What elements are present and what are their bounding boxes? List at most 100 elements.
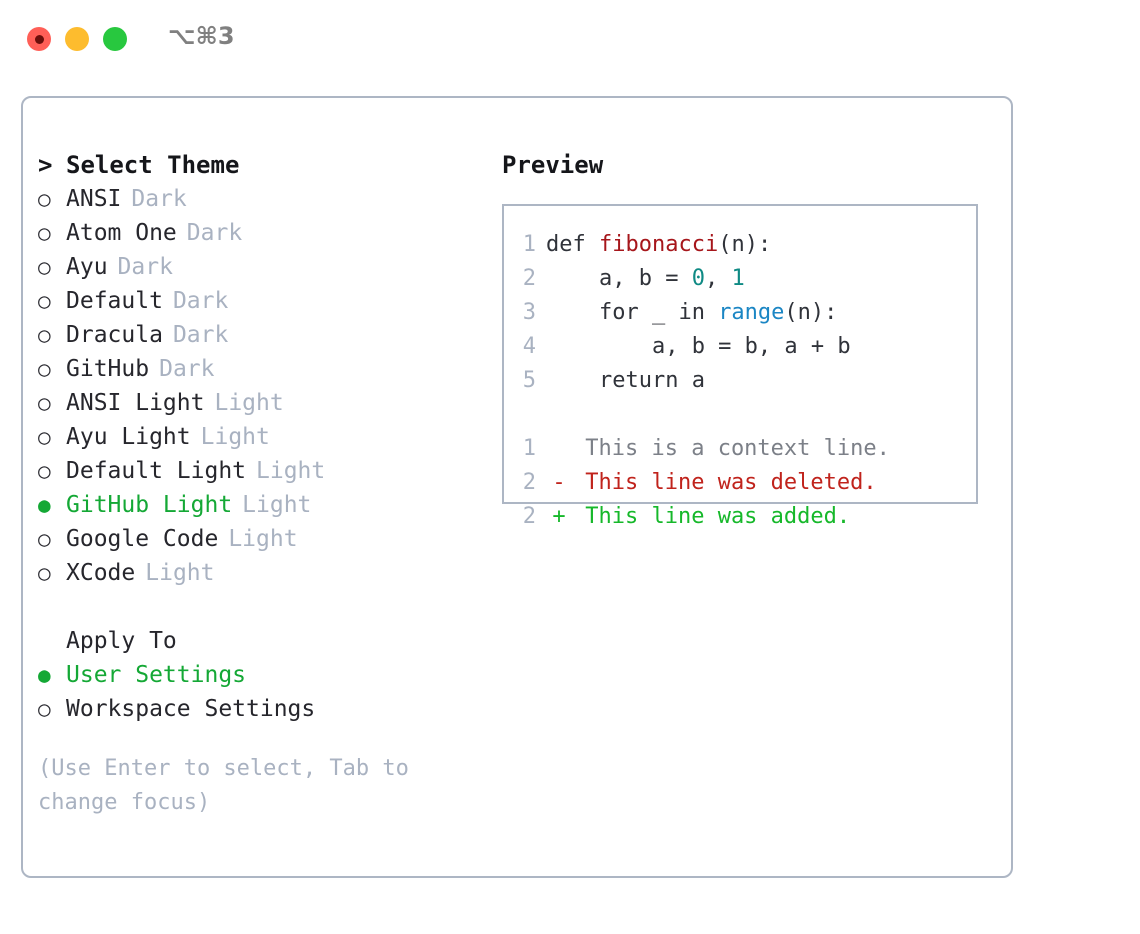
- theme-list-item[interactable]: ○ ANSI Light Light: [38, 386, 488, 420]
- radio-unselected-icon: ○: [38, 187, 51, 211]
- radio-unselected-icon: ○: [38, 221, 51, 245]
- code-token: return a: [546, 368, 705, 393]
- theme-variant-badge: Dark: [159, 356, 215, 382]
- theme-variant-badge: Light: [145, 560, 215, 586]
- theme-variant-badge: Light: [228, 526, 298, 552]
- code-token: fibonacci: [598, 232, 719, 257]
- code-token: range: [718, 300, 785, 325]
- theme-name: GitHub Light: [66, 492, 233, 518]
- theme-name: Ayu: [66, 254, 108, 280]
- diff-sample: 1 This is a context line. 2- This line wa…: [504, 432, 976, 534]
- list-spacer: [38, 590, 488, 624]
- caret-icon: >: [38, 151, 53, 179]
- theme-list-item[interactable]: ● GitHub Light Light: [38, 488, 488, 522]
- line-number: 5: [522, 368, 536, 393]
- window-controls: [27, 27, 127, 51]
- diff-line: 2 + This line was added.: [504, 500, 976, 534]
- diff-line: 1 This is a context line.: [504, 432, 976, 466]
- keyboard-shortcut-label: ⌥⌘3: [168, 22, 235, 50]
- theme-name: Atom One: [66, 220, 177, 246]
- apply-to-options: ●User Settings○Workspace Settings: [38, 658, 488, 726]
- line-number: 2: [522, 470, 536, 495]
- theme-name: ANSI: [66, 186, 122, 212]
- theme-name: ANSI Light: [66, 390, 205, 416]
- theme-list-item[interactable]: ○ Default Light Light: [38, 454, 488, 488]
- theme-list-item[interactable]: ○ XCode Light: [38, 556, 488, 590]
- title-bar: ⌥⌘3: [0, 0, 1140, 78]
- theme-name: Ayu Light: [66, 424, 191, 450]
- theme-list-item[interactable]: ○ Atom One Dark: [38, 216, 488, 250]
- radio-unselected-icon: ○: [38, 459, 51, 483]
- theme-variant-badge: Light: [214, 390, 284, 416]
- theme-list-header: > Select Theme: [38, 148, 488, 182]
- maximize-button[interactable]: [103, 27, 127, 51]
- line-number: 1: [522, 232, 536, 257]
- apply-to-header: Apply To: [38, 624, 488, 658]
- apply-to-indent: [38, 624, 66, 658]
- radio-unselected-icon: ○: [38, 561, 51, 585]
- code-diff-gap: [504, 398, 976, 432]
- apply-to-option[interactable]: ●User Settings: [38, 658, 488, 692]
- line-number: 1: [522, 436, 536, 461]
- code-text: a, b = 0, 1: [546, 262, 745, 296]
- theme-variant-badge: Light: [200, 424, 270, 450]
- line-number: 2: [522, 504, 536, 529]
- code-token: 1: [731, 266, 745, 291]
- apply-to-option[interactable]: ○Workspace Settings: [38, 692, 488, 726]
- code-text: return a: [546, 364, 705, 398]
- theme-name: Default: [66, 288, 163, 314]
- theme-list-header-label: Select Theme: [66, 151, 240, 179]
- code-line: 3 for _ in range(n):: [504, 296, 976, 330]
- code-token: a, b =: [546, 266, 692, 291]
- theme-variant-badge: Dark: [186, 220, 243, 246]
- code-token: a, b = b, a + b: [546, 334, 851, 359]
- radio-unselected-icon: ○: [38, 255, 51, 279]
- radio-unselected-icon: ○: [38, 697, 51, 721]
- code-text: a, b = b, a + b: [546, 330, 851, 364]
- theme-list-item[interactable]: ○ Ayu Dark: [38, 250, 488, 284]
- radio-selected-icon: ●: [38, 493, 51, 517]
- minimize-button[interactable]: [65, 27, 89, 51]
- code-token: for _ in: [546, 300, 719, 325]
- theme-variant-badge: Light: [242, 492, 312, 518]
- line-number: 4: [522, 334, 536, 359]
- theme-list-item[interactable]: ○ GitHub Dark: [38, 352, 488, 386]
- diff-text: This line was added.: [572, 504, 851, 529]
- close-button[interactable]: [27, 27, 51, 51]
- theme-variant-badge: Dark: [172, 288, 229, 314]
- code-token: (n):: [718, 232, 772, 257]
- theme-variant-badge: Dark: [172, 322, 229, 348]
- code-token: (n):: [784, 300, 838, 325]
- code-line: 4 a, b = b, a + b: [504, 330, 976, 364]
- radio-unselected-icon: ○: [38, 391, 51, 415]
- theme-name: XCode: [66, 560, 136, 586]
- keyboard-hint: (Use Enter to select, Tab to change focu…: [38, 756, 423, 815]
- radio-unselected-icon: ○: [38, 527, 51, 551]
- theme-name: Default Light: [66, 458, 247, 484]
- apply-to-label: User Settings: [66, 662, 247, 688]
- line-number: 3: [522, 300, 536, 325]
- code-token: 0: [691, 266, 705, 291]
- theme-name: GitHub: [66, 356, 150, 382]
- theme-variant-badge: Dark: [117, 254, 173, 280]
- diff-marker: +: [552, 504, 566, 529]
- code-line: 5 return a: [504, 364, 976, 398]
- apply-to-header-label: Apply To: [66, 628, 177, 654]
- preview-title: Preview: [502, 151, 604, 179]
- radio-unselected-icon: ○: [38, 323, 51, 347]
- theme-variant-badge: Light: [256, 458, 326, 484]
- radio-unselected-icon: ○: [38, 357, 51, 381]
- diff-marker: -: [552, 470, 566, 495]
